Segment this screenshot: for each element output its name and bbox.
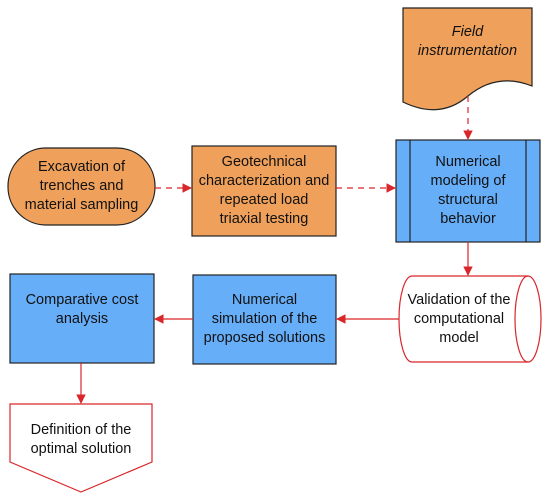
optimal-solution-line-1: Definition of the	[30, 422, 132, 438]
numerical-simulation-label: Numerical simulation of the proposed sol…	[193, 275, 336, 364]
excavation-line-2: trenches and	[39, 178, 124, 194]
field-instrumentation-line-1: Field	[451, 24, 484, 40]
numerical-simulation-line-1: Numerical	[231, 292, 298, 308]
geotechnical-line-2: characterization and	[198, 173, 330, 189]
validation-line-3: model	[439, 329, 479, 346]
validation-label: Validation of the computational model	[397, 276, 521, 362]
comparative-cost-line-1: Comparative cost	[25, 292, 139, 308]
excavation-line-1: Excavation of	[37, 159, 126, 175]
numerical-modeling-line-2: modeling of	[430, 173, 506, 189]
optimal-solution-line-2: optimal solution	[30, 441, 132, 457]
excavation-shape	[7, 147, 156, 226]
numerical-simulation-line-3: proposed solutions	[203, 330, 326, 346]
optimal-solution-shape	[9, 403, 153, 493]
numerical-modeling-line-3: structural	[438, 192, 498, 208]
comparative-cost-line-2: analysis	[55, 311, 109, 327]
geotechnical-line-1: Geotechnical	[221, 154, 307, 170]
optimal-solution-label: Definition of the optimal solution	[10, 418, 152, 462]
field-instrumentation-line-2: instrumentation	[417, 43, 518, 59]
field-instrumentation-shape	[402, 7, 533, 111]
excavation-label: Excavation of trenches and material samp…	[8, 148, 155, 225]
excavation-line-3: material sampling	[24, 197, 139, 213]
numerical-modeling-line-4: behavior	[440, 211, 496, 227]
validation-line-2: computational	[413, 310, 505, 327]
geotechnical-line-4: triaxial testing	[219, 211, 309, 227]
validation-shape-rim	[514, 275, 529, 363]
field-instrumentation-label: Field instrumentation	[403, 18, 532, 66]
comparative-cost-label: Comparative cost analysis	[10, 290, 154, 330]
validation-line-1: Validation of the	[407, 291, 511, 308]
comparative-cost-shape	[9, 273, 155, 364]
geotechnical-line-3: repeated load	[219, 192, 309, 208]
geotechnical-label: Geotechnical characterization and repeat…	[192, 146, 336, 236]
numerical-modeling-line-1: Numerical	[435, 154, 501, 170]
numerical-modeling-label: Numerical modeling of structural behavio…	[410, 140, 526, 242]
numerical-simulation-line-2: simulation of the	[211, 311, 318, 327]
geotechnical-shape	[191, 145, 337, 237]
